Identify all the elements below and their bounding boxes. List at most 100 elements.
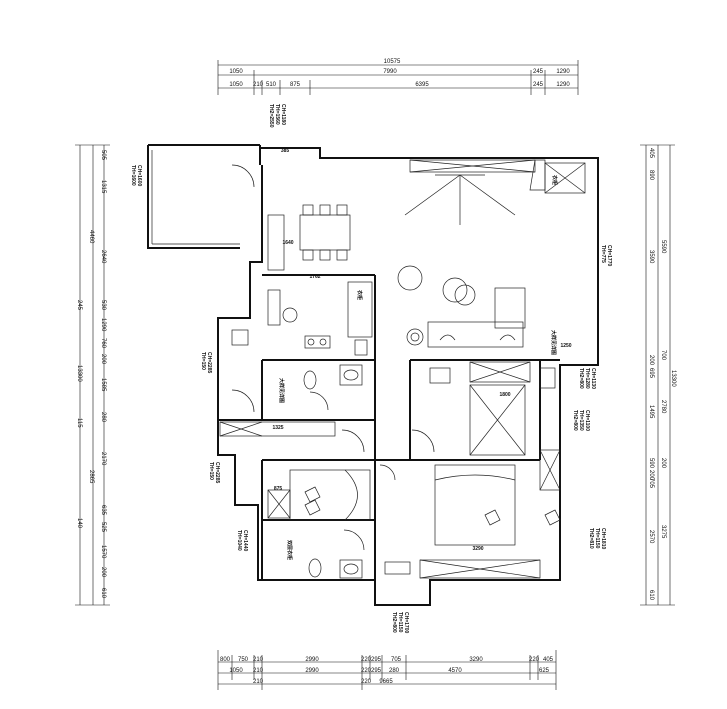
bot-dim-15: 295 — [371, 668, 382, 674]
chmid-line2: TH=150 — [200, 352, 206, 370]
right-inner-5: 700 — [660, 350, 666, 361]
left-inner-3: 2640 — [100, 250, 106, 264]
left-inner-14: 1570 — [100, 545, 106, 559]
bot-dim-11: 1050 — [229, 668, 243, 674]
living-cabinet — [409, 159, 586, 194]
chmaster-line3: TH2=810 — [588, 528, 594, 549]
left-inner-12: 635 — [100, 505, 106, 516]
right-inner-15: 2570 — [648, 530, 654, 544]
room-dim-3: 1640 — [282, 240, 293, 246]
right-inner-7: 200 — [648, 355, 654, 366]
room-dim-4: 1250 — [560, 343, 571, 349]
chtop-line1: CH=1180 — [280, 104, 286, 125]
kitchen — [267, 281, 373, 356]
top-dim-5: 1050 — [229, 82, 243, 88]
chliving-line1: CH=1770 — [606, 245, 612, 266]
bot-dim-13: 2990 — [305, 668, 319, 674]
chmaster-line2: TH=1150 — [594, 528, 600, 549]
note-2: 衣柜 — [356, 290, 363, 300]
left-inner-8: 1585 — [100, 378, 106, 392]
chbed2-line3: TH2=800 — [572, 410, 578, 431]
study-room — [429, 361, 531, 456]
chtop-line2: TH=1560 — [274, 104, 280, 125]
chbottom-line2: TH=1150 — [397, 612, 403, 633]
bot-dim-6: 295 — [371, 657, 382, 663]
ch-labels: CH=1600 TH=1600 CH=1180 TH=1560 TH2=2550… — [130, 104, 612, 633]
right-outer-1: 13300 — [670, 370, 676, 387]
right-inner-12: 200 — [648, 470, 654, 481]
chbed3-line2: TH=150 — [208, 462, 214, 480]
top-dim-8: 875 — [290, 82, 301, 88]
chbed3-line1: CH=2285 — [214, 462, 220, 483]
left-inner-11: 2865 — [88, 470, 94, 484]
bot-dim-5: 220 — [361, 657, 372, 663]
left-inner-4: 530 — [100, 300, 106, 311]
ceiling-light — [404, 174, 516, 225]
ch1-line2: TH=1600 — [130, 165, 136, 186]
master-bedroom — [419, 367, 561, 579]
note-3: 大样见详图 — [550, 330, 557, 355]
right-inner-2: 890 — [648, 170, 654, 181]
left-dimensions: 4460 245 13300 115 140 505 1315 2640 530… — [75, 144, 110, 606]
right-inner-14: 3275 — [660, 525, 666, 539]
chliving-line2: TH=775 — [600, 245, 606, 263]
bot-dim-14: 220 — [361, 668, 372, 674]
right-inner-16: 610 — [648, 590, 654, 601]
top-dim-11: 1290 — [556, 82, 570, 88]
left-outer-2: 245 — [76, 300, 82, 311]
bot-dim-19: 210 — [253, 679, 264, 685]
right-inner-8: 1495 — [648, 405, 654, 419]
top-dim-3: 245 — [533, 69, 544, 75]
ch1-line1: CH=1600 — [136, 165, 142, 186]
left-inner-15: 200 — [100, 567, 106, 578]
left-inner-13: 525 — [100, 522, 106, 533]
top-dim-1: 1050 — [229, 69, 243, 75]
left-inner-16: 610 — [100, 588, 106, 599]
top-dim-2: 7990 — [383, 69, 397, 75]
left-outer-4: 115 — [76, 418, 82, 428]
chbed2-line2: TH=1350 — [578, 410, 584, 431]
chbath-line3: TH2=800 — [578, 368, 584, 389]
left-inner-2: 1315 — [100, 180, 106, 194]
walls — [147, 144, 599, 606]
bot-dim-16: 280 — [389, 668, 400, 674]
bot-dim-12: 210 — [253, 668, 264, 674]
bot-dim-10: 405 — [543, 657, 554, 663]
note-4: 大样见详图 — [278, 378, 285, 403]
chsmall-line2: TH=1040 — [236, 530, 242, 551]
room-dim-7: 875 — [274, 486, 283, 492]
room-dim-1: 385 — [281, 148, 290, 154]
right-inner-4: 5590 — [660, 240, 666, 254]
right-inner-1: 405 — [648, 148, 654, 159]
chbottom-line3: TH2=800 — [391, 612, 397, 633]
bot-dim-20: 220 — [361, 679, 372, 685]
right-inner-11: 590 — [648, 458, 654, 469]
bot-dim-17: 4570 — [448, 668, 462, 674]
dining-table — [267, 204, 351, 271]
top-dim-7: 510 — [266, 82, 277, 88]
top-total-dim: 10575 — [384, 59, 401, 65]
left-inner-7: 200 — [100, 354, 106, 365]
right-inner-3: 3590 — [648, 250, 654, 264]
note-1: 衣柜 — [551, 175, 558, 185]
chbath-line1: CH=1130 — [590, 368, 596, 389]
sofa-area — [397, 265, 526, 348]
bot-dim-8: 3290 — [469, 657, 483, 663]
left-inner-5: 1290 — [100, 318, 106, 332]
left-inner-9: 280 — [100, 412, 106, 423]
doors — [231, 164, 435, 551]
bot-dim-21: 9665 — [379, 679, 393, 685]
chtop-line3: TH2=2550 — [268, 104, 274, 128]
bot-dim-4: 2990 — [305, 657, 319, 663]
bot-dim-3: 210 — [253, 657, 264, 663]
chmid-line1: CH=2285 — [206, 352, 212, 373]
bot-dim-18: 625 — [539, 668, 550, 674]
left-inner-10: 2170 — [100, 452, 106, 466]
top-dim-9: 6395 — [415, 82, 429, 88]
bot-dim-9: 220 — [529, 657, 540, 663]
text-notes: 衣柜 衣柜 大样见详图 大样见详图 双层衣柜 — [278, 175, 558, 560]
bedroom-2-bed — [267, 469, 371, 521]
room-dim-5: 1800 — [499, 392, 510, 398]
